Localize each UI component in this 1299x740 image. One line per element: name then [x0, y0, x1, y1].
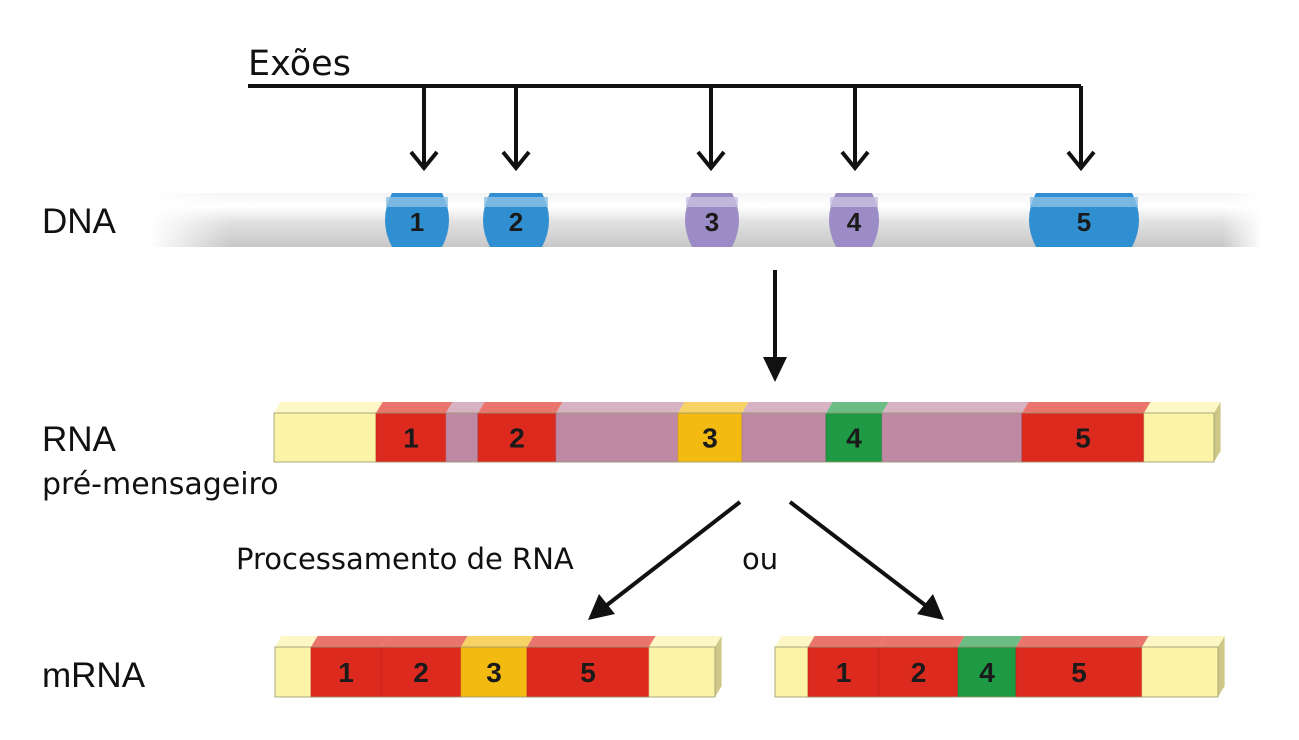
mrna-variant-b: 1 2 4 5	[774, 636, 1225, 698]
mrna-b-segment-label: 5	[1071, 657, 1087, 688]
pre-mrna-outline	[273, 412, 1215, 463]
pre-mrna-segment-label: 5	[1075, 423, 1091, 454]
transcription-arrow	[763, 270, 787, 382]
mrna-b-segment-2: 2	[878, 636, 965, 698]
exon-pointer-4	[840, 86, 870, 172]
mrna-a-segment-label: 3	[486, 657, 502, 688]
pre-mrna-segment-5: 5	[1021, 402, 1151, 463]
exon-pointer-2	[501, 86, 531, 172]
mrna-a-segment-5: 5	[526, 636, 656, 698]
exon-pointer-3	[696, 86, 726, 172]
dna-strand: 1 2 3 4 5	[150, 193, 1262, 247]
dna-exon-label: 5	[1077, 207, 1091, 237]
dna-fade-left	[150, 193, 230, 247]
or-label: ou	[742, 542, 778, 576]
mrna-a-outline	[274, 646, 716, 698]
pre-mrna-segment-7	[741, 402, 833, 463]
pre-mrna-segment-label: 1	[403, 423, 419, 454]
processing-label: Processamento de RNA	[236, 542, 574, 576]
mrna-label: mRNA	[42, 656, 146, 695]
mrna-b-segment-label: 1	[836, 657, 852, 688]
pre-mrna-strand: 1 2 3 4 5	[273, 402, 1221, 463]
mrna-b-end-face	[1218, 636, 1225, 697]
dna-exon-3: 3	[685, 193, 739, 247]
pre-mrna-segment-3	[445, 402, 485, 463]
mrna-a-segment-2: 2	[380, 636, 468, 698]
exon-pointers	[409, 86, 1096, 172]
pre-mrna-segment-3: 3	[677, 402, 749, 463]
mrna-a-segment-6	[648, 636, 722, 698]
mrna-b-segment-1	[774, 636, 815, 698]
exons-title: Exões	[248, 44, 351, 84]
pre-mrna-segment-4: 4	[825, 402, 889, 463]
mrna-b-segment-label: 2	[911, 657, 927, 688]
mrna-a-segment-label: 5	[580, 657, 596, 688]
mrna-b-segment-5: 5	[1015, 636, 1149, 698]
pre-mrna-segment-1: 1	[375, 402, 453, 463]
mrna-b-segment-6	[1141, 636, 1225, 698]
mrna-b-segment-4: 4	[957, 636, 1023, 698]
dna-label: DNA	[42, 202, 117, 241]
dna-exon-label: 4	[847, 207, 862, 237]
rna-label: RNA	[42, 420, 117, 459]
pre-mrna-segment-label: 4	[846, 423, 862, 454]
splice-arrow-left	[588, 500, 742, 620]
splice-arrow-right	[788, 500, 944, 620]
mrna-b-outline	[774, 646, 1219, 698]
pre-mrna-segment-label: 2	[509, 423, 525, 454]
pre-mrna-segment-9	[881, 402, 1029, 463]
mrna-a-segment-label: 1	[338, 657, 354, 688]
dna-exon-label: 3	[705, 207, 719, 237]
dna-exon-4: 4	[829, 193, 879, 247]
dna-exon-2: 2	[483, 193, 549, 247]
pre-mrna-segment-11	[1143, 402, 1221, 463]
exon-pointer-5	[1066, 86, 1096, 172]
pre-mrna-segment-5	[555, 402, 685, 463]
dna-exon-1: 1	[385, 193, 449, 247]
mrna-a-segment-1: 1	[310, 636, 388, 698]
mrna-a-segment-1	[274, 636, 318, 698]
dna-fade-right	[1222, 193, 1262, 247]
mrna-a-segment-label: 2	[413, 657, 429, 688]
mrna-variant-a: 1 2 3 5	[274, 636, 722, 698]
mrna-b-segment-1: 1	[807, 636, 886, 698]
dna-exon-label: 1	[410, 207, 424, 237]
mrna-a-segment-3: 3	[460, 636, 534, 698]
pre-mrna-segment-1	[273, 402, 383, 463]
pre-mrna-segment-2: 2	[477, 402, 563, 463]
dna-exon-5: 5	[1029, 193, 1139, 247]
mrna-a-end-face	[715, 636, 722, 697]
mrna-b-segment-label: 4	[979, 657, 995, 688]
pre-mrna-segment-label: 3	[702, 423, 718, 454]
pre-mrna-end-face	[1214, 402, 1221, 462]
pre-messenger-label: pré-mensageiro	[42, 467, 279, 502]
exon-pointer-1	[409, 86, 439, 172]
dna-exon-label: 2	[509, 207, 523, 237]
